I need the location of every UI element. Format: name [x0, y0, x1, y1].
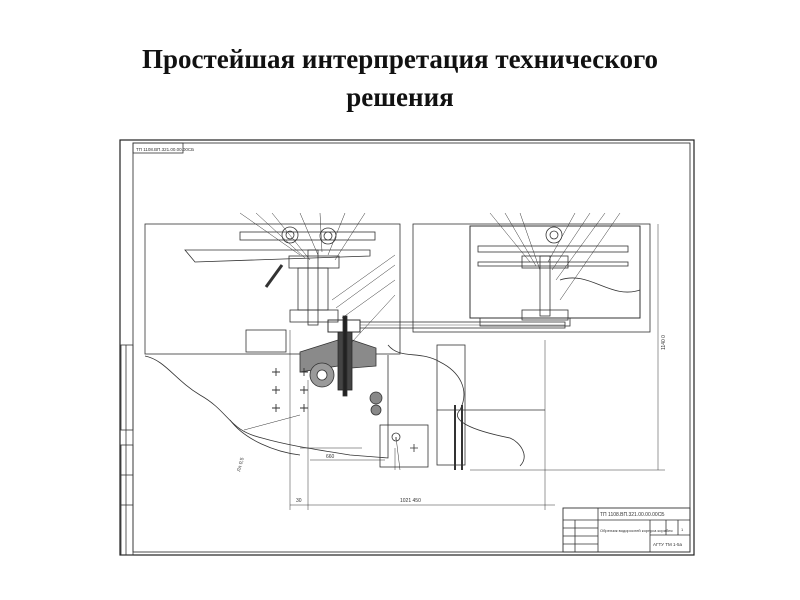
lower-bracket	[379, 424, 429, 468]
dim-label-1: 1021 450	[400, 498, 421, 504]
right-carriage-rail	[477, 261, 629, 267]
right-vertical-shaft	[539, 255, 551, 317]
left-margin-box-lower	[120, 444, 134, 556]
left-small-box	[245, 329, 287, 353]
roller-left	[281, 226, 299, 244]
sheet-outer-frame	[119, 139, 695, 556]
dimension-lines	[243, 224, 665, 510]
shaft-bearing-housing	[297, 267, 329, 311]
bolt-symbols	[272, 368, 308, 412]
title-block-org: АГТУ ТМ 1-5а	[653, 542, 683, 547]
dim-label-3: 660	[326, 454, 335, 460]
spindle-core	[342, 315, 348, 397]
lower-bearing	[369, 391, 383, 405]
left-margin-box-upper	[120, 344, 134, 431]
title-block-designation: ТП 1108.ВП.321.00.00.00СБ	[600, 512, 665, 518]
top-left-stamp-text: ТП 1108.ВП.321.00.00.00СБ	[136, 147, 194, 152]
right-base-plate	[479, 317, 571, 327]
hull-contour-right	[387, 344, 525, 467]
right-housing	[412, 223, 651, 333]
title-block-name: Обрезчик водорослей корпуса корабля	[600, 528, 673, 533]
right-hull-contour	[559, 277, 641, 293]
sheet-inner-frame	[132, 142, 691, 553]
dim-label-4: 1140 0	[661, 335, 667, 350]
right-roller	[545, 226, 563, 244]
bracket-hole	[391, 432, 401, 442]
lower-bearing-2	[370, 404, 382, 416]
title-line-1: Простейшая интерпретация технического	[141, 44, 659, 74]
right-carriage-plate	[477, 245, 629, 253]
dim-label-5: Лл 0,5	[236, 457, 246, 473]
hatched-mount-left	[299, 339, 339, 373]
roller-right	[319, 227, 337, 245]
top-left-stamp	[132, 142, 184, 154]
upper-carriage-ramp	[184, 249, 371, 263]
title-block-sheets: 1	[681, 527, 684, 532]
roller-right-hub	[323, 231, 333, 241]
left-housing	[144, 223, 401, 355]
right-shaft-base	[521, 309, 569, 321]
right-inner-frame	[469, 225, 641, 319]
upper-carriage-plate	[239, 231, 376, 241]
roller-left-hub	[285, 230, 295, 240]
title-block	[562, 507, 691, 553]
right-roller-hub	[549, 230, 559, 240]
lever-handle	[264, 264, 284, 288]
vertical-shaft	[307, 249, 319, 326]
dim-label-2: 30	[296, 498, 302, 504]
shaft-bottom-flange	[289, 309, 339, 323]
slide-title: Простейшая интерпретация технического ре…	[60, 40, 740, 116]
bracket-cross	[410, 444, 418, 452]
hull-contour-left	[144, 355, 389, 459]
title-line-2: решения	[346, 82, 454, 112]
right-post	[436, 344, 466, 466]
idler-wheel-hub	[316, 369, 328, 381]
hull-contour-lower	[229, 419, 301, 456]
callout-leaders	[239, 212, 621, 471]
hatched-mount-right	[351, 339, 377, 369]
